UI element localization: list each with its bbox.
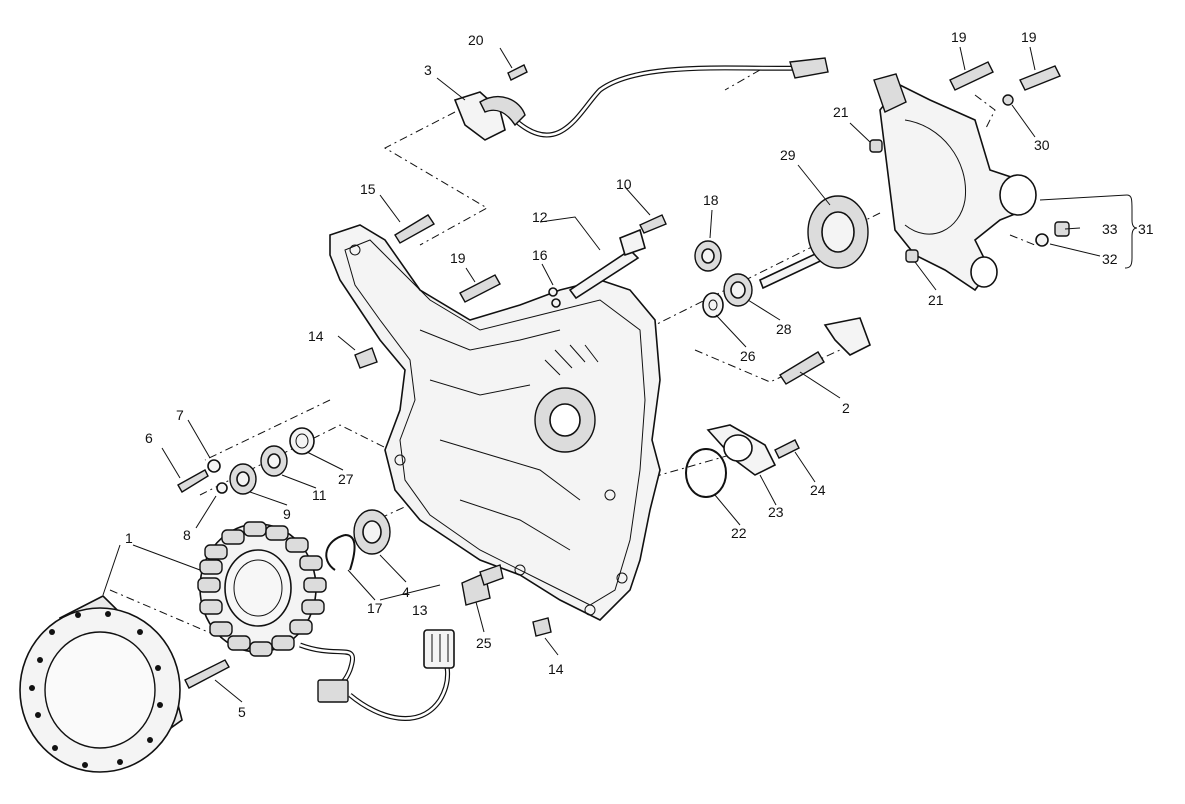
callout-25: 25: [476, 635, 492, 651]
callout-14a: 14: [308, 328, 324, 344]
callout-33: 33: [1102, 221, 1118, 237]
callout-3: 3: [424, 62, 432, 78]
callout-20: 20: [468, 32, 484, 48]
callout-10: 10: [616, 176, 632, 192]
callout-32: 32: [1102, 251, 1118, 267]
callout-1: 1: [125, 530, 133, 546]
cover-plate: [685, 317, 871, 498]
stator: [197, 521, 327, 657]
callout-28: 28: [776, 321, 792, 337]
generator-cover: [329, 224, 661, 621]
callout-21b: 21: [928, 292, 944, 308]
leader-lines: [102, 46, 1138, 703]
callout-14b: 14: [548, 661, 564, 677]
callout-labels: 1 2 3 4 5 6 7 8 9 10 11 12 13 14 14 15 1…: [125, 29, 1154, 720]
callout-11: 11: [312, 487, 327, 503]
callout-9: 9: [283, 506, 291, 522]
callout-16: 16: [532, 247, 548, 263]
callout-18: 18: [703, 192, 719, 208]
callout-4: 4: [402, 584, 410, 600]
rotor: [19, 595, 183, 773]
callout-21a: 21: [833, 104, 849, 120]
callout-5: 5: [238, 704, 246, 720]
callout-15: 15: [360, 181, 376, 197]
callout-22: 22: [731, 525, 747, 541]
water-pump-housing: [869, 61, 1070, 292]
callout-17: 17: [367, 600, 383, 616]
stator-wiring: [299, 629, 455, 721]
callout-8: 8: [183, 527, 191, 543]
callout-31: 31: [1138, 221, 1154, 237]
callout-13: 13: [412, 602, 428, 618]
pickup-sensor: [453, 57, 829, 141]
callout-2: 2: [842, 400, 850, 416]
callout-24: 24: [810, 482, 826, 498]
callout-19a: 19: [450, 250, 466, 266]
callout-23: 23: [768, 504, 784, 520]
callout-12: 12: [532, 209, 548, 225]
callout-6: 6: [145, 430, 153, 446]
callout-26: 26: [740, 348, 756, 364]
callout-29: 29: [780, 147, 796, 163]
water-pump-shaft: [694, 195, 869, 318]
small-parts: [177, 347, 552, 689]
rotor-holes: [29, 611, 163, 768]
callout-30: 30: [1034, 137, 1050, 153]
callout-27: 27: [338, 471, 354, 487]
callout-19c: 19: [1021, 29, 1037, 45]
callout-19b: 19: [951, 29, 967, 45]
cover-bolts: [394, 214, 667, 308]
callout-7: 7: [176, 407, 184, 423]
